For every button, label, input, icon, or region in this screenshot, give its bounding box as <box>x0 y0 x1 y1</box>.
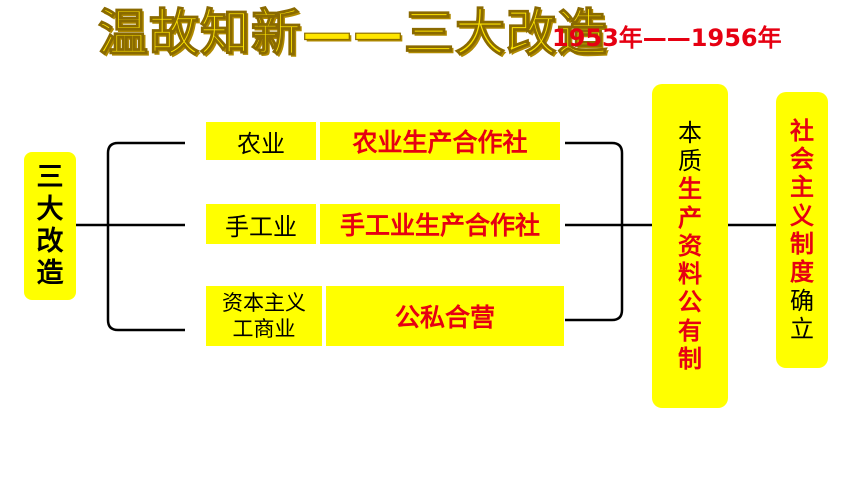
right-bracket <box>565 141 624 322</box>
category-agriculture: 农业 <box>206 122 316 160</box>
left-bracket <box>106 141 185 332</box>
category-handicraft: 手工业 <box>206 204 316 244</box>
page-title: 温故知新——三大改造 <box>97 3 608 62</box>
essence-box: 本 质 生 产 资 料 公 有 制 <box>652 84 728 408</box>
category-capitalist-industry-commerce: 资本主义 工商业 <box>206 286 322 346</box>
result-agriculture: 农业生产合作社 <box>320 122 560 160</box>
year-range: 1953年——1956年 <box>552 24 782 52</box>
result-capitalist-industry-commerce: 公私合营 <box>326 286 564 346</box>
outcome-box: 社 会 主 义 制 度 确 立 <box>776 92 828 368</box>
result-handicraft: 手工业生产合作社 <box>320 204 560 244</box>
three-transformations-label: 三 大 改 造 <box>24 152 76 300</box>
